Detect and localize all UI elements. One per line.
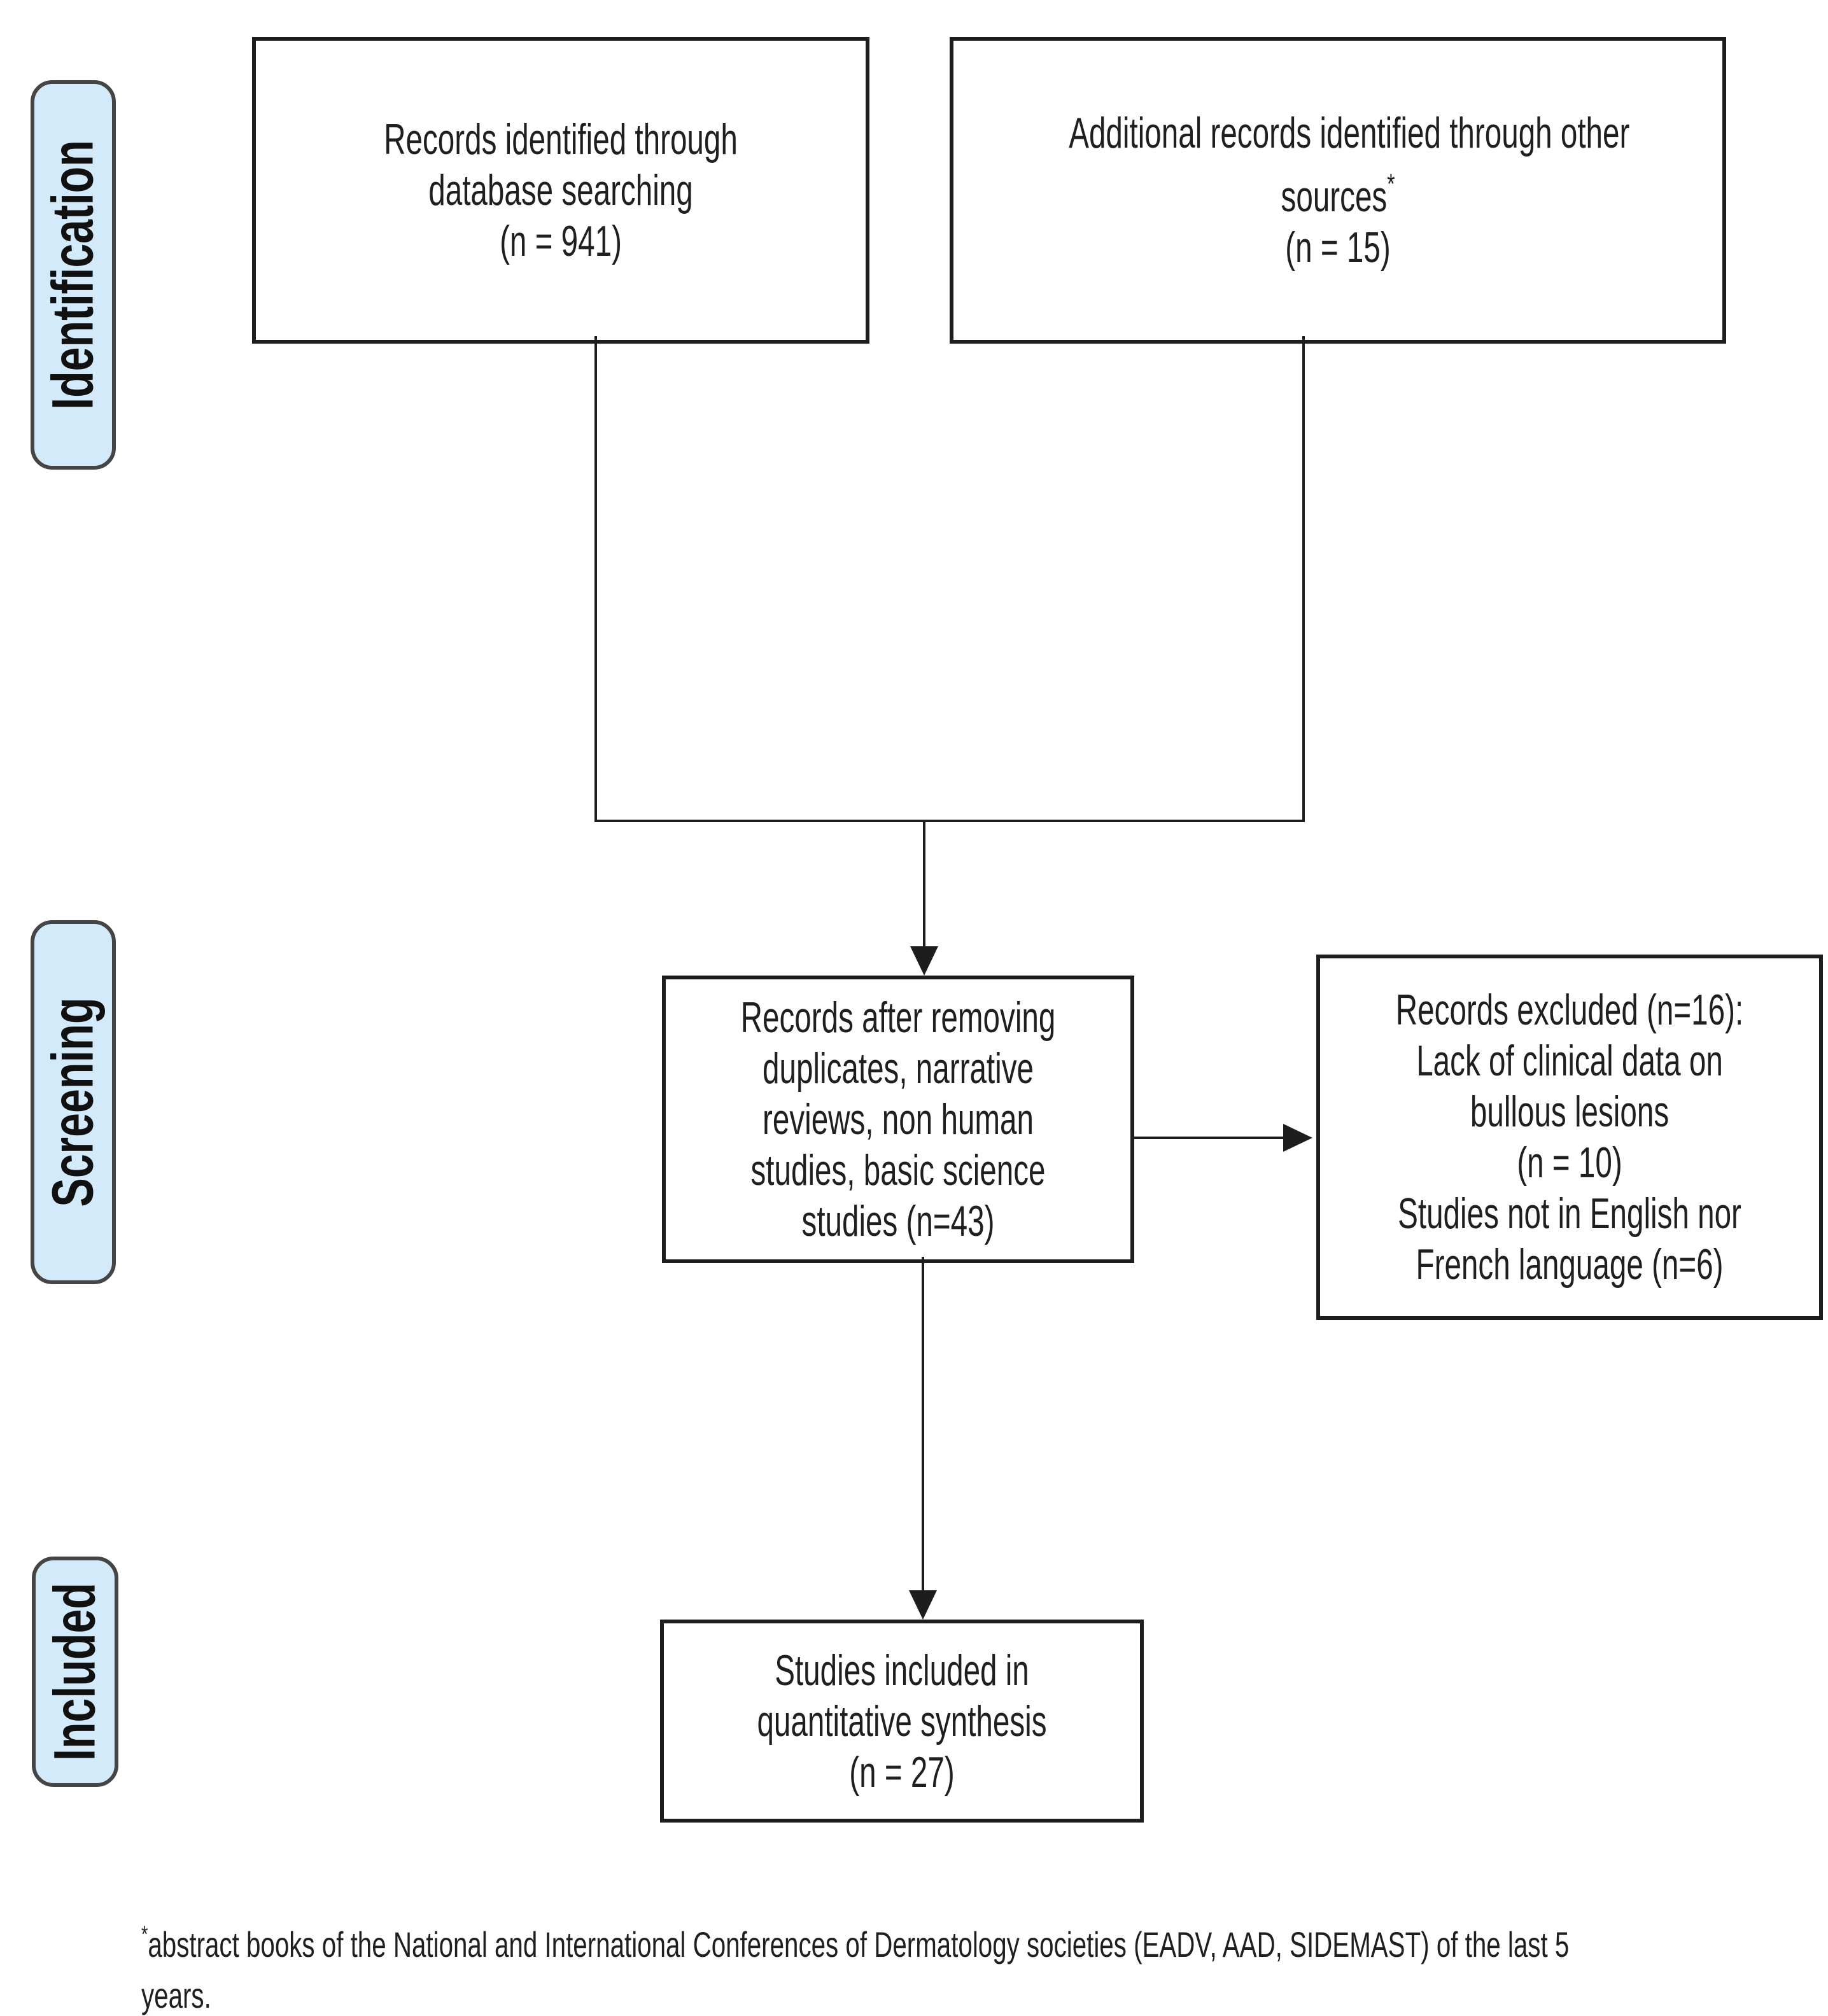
box-after-removal-line: Records after removing	[740, 993, 1056, 1042]
stage-included-label: Included	[42, 1583, 108, 1761]
arrow-to-excluded-head	[1283, 1124, 1312, 1152]
connector-right-vertical	[1302, 336, 1305, 821]
connector-left-vertical	[594, 336, 597, 821]
stage-screening: Screening	[31, 920, 116, 1284]
box-included-synthesis-text: Studies included in quantitative synthes…	[735, 1645, 1069, 1798]
stage-screening-label: Screening	[40, 997, 106, 1207]
box-database-search-count: (n = 941)	[500, 217, 622, 265]
box-included-synthesis-line: quantitative synthesis	[757, 1697, 1047, 1746]
box-database-search-line: database searching	[428, 166, 693, 214]
arrow-to-screening-head	[910, 946, 938, 976]
box-excluded-count: (n = 10)	[1517, 1138, 1622, 1187]
box-other-sources: Additional records identified through ot…	[950, 37, 1726, 344]
connector-merge-horizontal	[594, 820, 1305, 822]
stage-included: Included	[32, 1557, 118, 1787]
box-after-removal-text: Records after removing duplicates, narra…	[736, 992, 1061, 1247]
box-excluded-line: Records excluded (n=16):	[1395, 986, 1744, 1034]
box-excluded: Records excluded (n=16): Lack of clinica…	[1316, 955, 1823, 1320]
box-other-sources-text: Additional records identified through ot…	[1069, 108, 1630, 273]
box-other-sources-count: (n = 15)	[1285, 223, 1391, 272]
stage-identification: Identification	[31, 80, 116, 470]
arrow-to-screening-line	[923, 821, 925, 948]
box-included-synthesis: Studies included in quantitative synthes…	[660, 1620, 1144, 1823]
box-excluded-line: bullous lesions	[1470, 1088, 1670, 1136]
arrow-to-included-line	[922, 1257, 924, 1593]
box-other-sources-line: sources*	[1069, 158, 1607, 222]
box-excluded-line: Studies not in English nor	[1398, 1189, 1741, 1238]
arrow-to-included-head	[909, 1590, 937, 1620]
footnote-text: abstract books of the National and Inter…	[141, 1924, 1570, 2015]
box-excluded-count: French language (n=6)	[1416, 1240, 1724, 1289]
box-excluded-line: Lack of clinical data on	[1416, 1037, 1723, 1085]
footnote: *abstract books of the National and Inte…	[141, 1909, 1608, 2016]
box-after-removal: Records after removing duplicates, narra…	[662, 976, 1134, 1263]
box-after-removal-line: duplicates, narrative	[763, 1044, 1034, 1093]
box-database-search-line: Records identified through	[384, 115, 738, 164]
arrow-to-excluded-line	[1134, 1137, 1286, 1139]
box-included-synthesis-count: (n = 27)	[849, 1747, 955, 1796]
box-included-synthesis-line: Studies included in	[775, 1646, 1029, 1695]
box-other-sources-word: sources	[1281, 172, 1388, 221]
asterisk-superscript: *	[1387, 167, 1395, 200]
box-after-removal-line: studies, basic science	[750, 1146, 1046, 1194]
box-database-search: Records identified through database sear…	[252, 37, 869, 344]
box-after-removal-count: studies (n=43)	[801, 1197, 995, 1245]
box-excluded-text: Records excluded (n=16): Lack of clinica…	[1395, 984, 1745, 1290]
stage-identification-label: Identification	[40, 140, 106, 410]
footnote-asterisk: *	[141, 1921, 148, 1947]
box-after-removal-line: reviews, non human	[763, 1095, 1034, 1144]
box-other-sources-line: Additional records identified through ot…	[1069, 109, 1630, 158]
box-database-search-text: Records identified through database sear…	[348, 114, 775, 267]
